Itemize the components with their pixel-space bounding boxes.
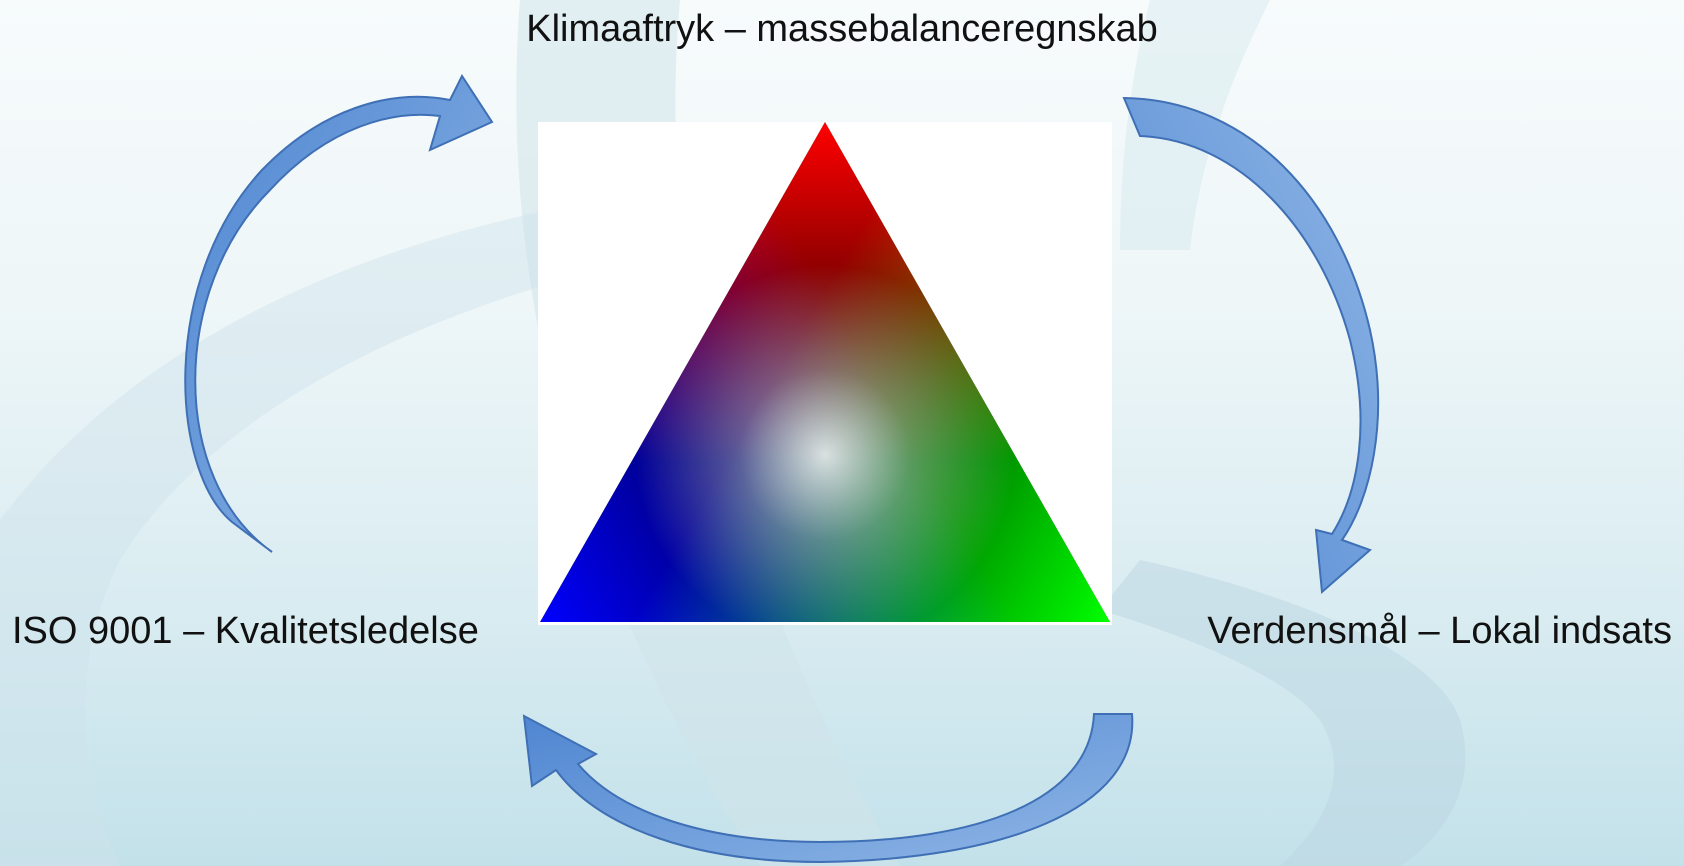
label-world-goals: Verdensmål – Lokal indsats — [1207, 610, 1672, 652]
curved-arrow-icon — [1122, 96, 1380, 595]
curved-arrow-icon — [184, 73, 494, 553]
label-climate-footprint: Klimaaftryk – massebalanceregnskab — [526, 8, 1158, 50]
label-iso-9001: ISO 9001 – Kvalitetsledelse — [12, 610, 479, 652]
color-triangle-icon — [540, 122, 1110, 622]
color-triangle-panel — [538, 122, 1112, 625]
curved-arrow-icon — [522, 713, 1134, 864]
